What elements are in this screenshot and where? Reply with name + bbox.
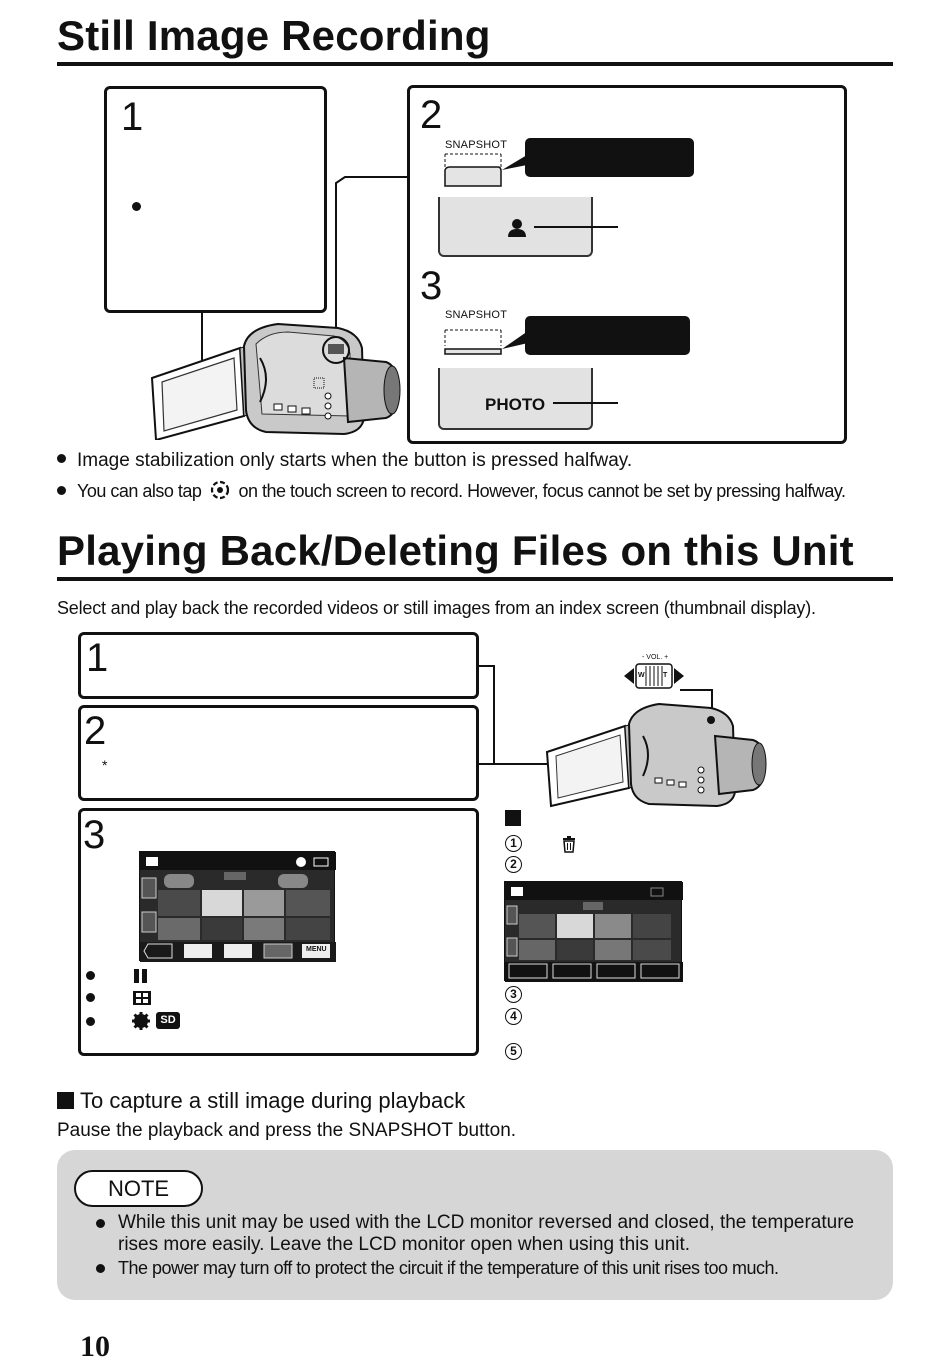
delete-screen-graphics	[505, 882, 683, 982]
index-screen-thumbnail: MENU	[139, 851, 336, 962]
step3-number: 3	[420, 264, 443, 308]
delete-section-marker	[505, 810, 521, 826]
section-title-playback: Playing Back/Deleting Files on this Unit	[57, 527, 854, 574]
step1-box: 1	[104, 86, 327, 313]
title-rule	[57, 62, 893, 66]
camcorder-illustration-playback	[545, 702, 767, 808]
playback-step3-number: 3	[83, 813, 106, 857]
grid-icon	[133, 991, 151, 1005]
bullet-touch-text-a: You can also tap	[77, 481, 202, 501]
snapshot-button-half-pressed	[444, 152, 532, 187]
page-number: 10	[80, 1330, 110, 1363]
note-item-2-text: The power may turn off to protect the ci…	[118, 1258, 779, 1278]
photo-indicator-label: PHOTO	[485, 395, 546, 414]
bullet-dot	[57, 454, 66, 464]
step3-bullet-3	[86, 1017, 95, 1026]
playback-step2-number: 2	[84, 709, 107, 753]
zoom-lever-icon	[624, 663, 684, 689]
delete-step-2: 2	[505, 856, 522, 873]
note-item-1-text: While this unit may be used with the LCD…	[118, 1212, 855, 1255]
delete-step-1: 1	[505, 835, 522, 852]
pause-icon	[134, 969, 147, 983]
pointer-line-step2	[534, 226, 618, 228]
delete-step-4: 4	[505, 1008, 522, 1025]
playback-step1-number: 1	[86, 636, 109, 680]
capture-text: Pause the playback and press the SNAPSHO…	[57, 1120, 517, 1141]
volume-label: - VOL. +	[642, 654, 669, 661]
person-icon	[508, 219, 526, 237]
snapshot-label-step2: SNAPSHOT	[445, 139, 508, 151]
sd-card-icon: SD	[156, 1012, 180, 1029]
note-label: NOTE	[74, 1170, 203, 1207]
bullet-stabilization: Image stabilization only starts when the…	[57, 450, 632, 472]
bullet-touch-record: You can also tap on the touch screen to …	[57, 479, 846, 502]
title-rule-2	[57, 577, 893, 581]
capture-square-marker	[57, 1092, 74, 1109]
bullet-stabilization-text: Image stabilization only starts when the…	[77, 450, 633, 471]
zoom-w-label: W	[638, 672, 645, 679]
playback-intro: Select and play back the recorded videos…	[57, 598, 816, 618]
bullet-dot	[57, 485, 66, 495]
connector-lines-section2	[479, 665, 713, 765]
delete-step-3: 3	[505, 986, 522, 1003]
snapshot-label-step3: SNAPSHOT	[445, 309, 508, 321]
delete-screen-thumbnail	[504, 881, 683, 982]
snapshot-button-full-pressed	[444, 329, 528, 355]
bullet-touch-text-b: on the touch screen to record. However, …	[238, 481, 846, 501]
capture-heading-text: To capture a still image during playback	[80, 1088, 466, 1113]
callout-bar-step2	[525, 138, 694, 177]
playback-step2-box	[78, 705, 479, 801]
lcd-panel-step3	[438, 368, 593, 430]
capture-heading: To capture a still image during playback	[57, 1088, 465, 1114]
delete-step-5: 5	[505, 1043, 522, 1060]
step3-bullet-1	[86, 971, 95, 980]
step2-asterisk: *	[102, 757, 108, 773]
sd-badge-text: SD	[160, 1014, 176, 1026]
index-menu-button: MENU	[306, 946, 327, 953]
camcorder-illustration	[150, 322, 401, 440]
section-title-still-image: Still Image Recording	[57, 12, 491, 59]
note-item-1: While this unit may be used with the LCD…	[96, 1212, 871, 1256]
zoom-t-label: T	[663, 672, 668, 679]
trash-icon	[563, 836, 575, 853]
note-bullet	[96, 1219, 105, 1228]
index-screen-graphics	[140, 852, 336, 962]
gear-icon	[132, 1012, 150, 1030]
step2-number: 2	[420, 93, 443, 137]
note-bullet	[96, 1264, 105, 1273]
step1-number: 1	[121, 95, 144, 139]
playback-step1-box	[78, 632, 479, 699]
step3-bullet-2	[86, 993, 95, 1002]
note-item-2: The power may turn off to protect the ci…	[96, 1257, 871, 1279]
step1-bullet	[132, 202, 141, 211]
camera-record-icon	[210, 480, 230, 500]
callout-bar-step3	[525, 316, 690, 355]
pointer-line-step3	[553, 402, 618, 404]
